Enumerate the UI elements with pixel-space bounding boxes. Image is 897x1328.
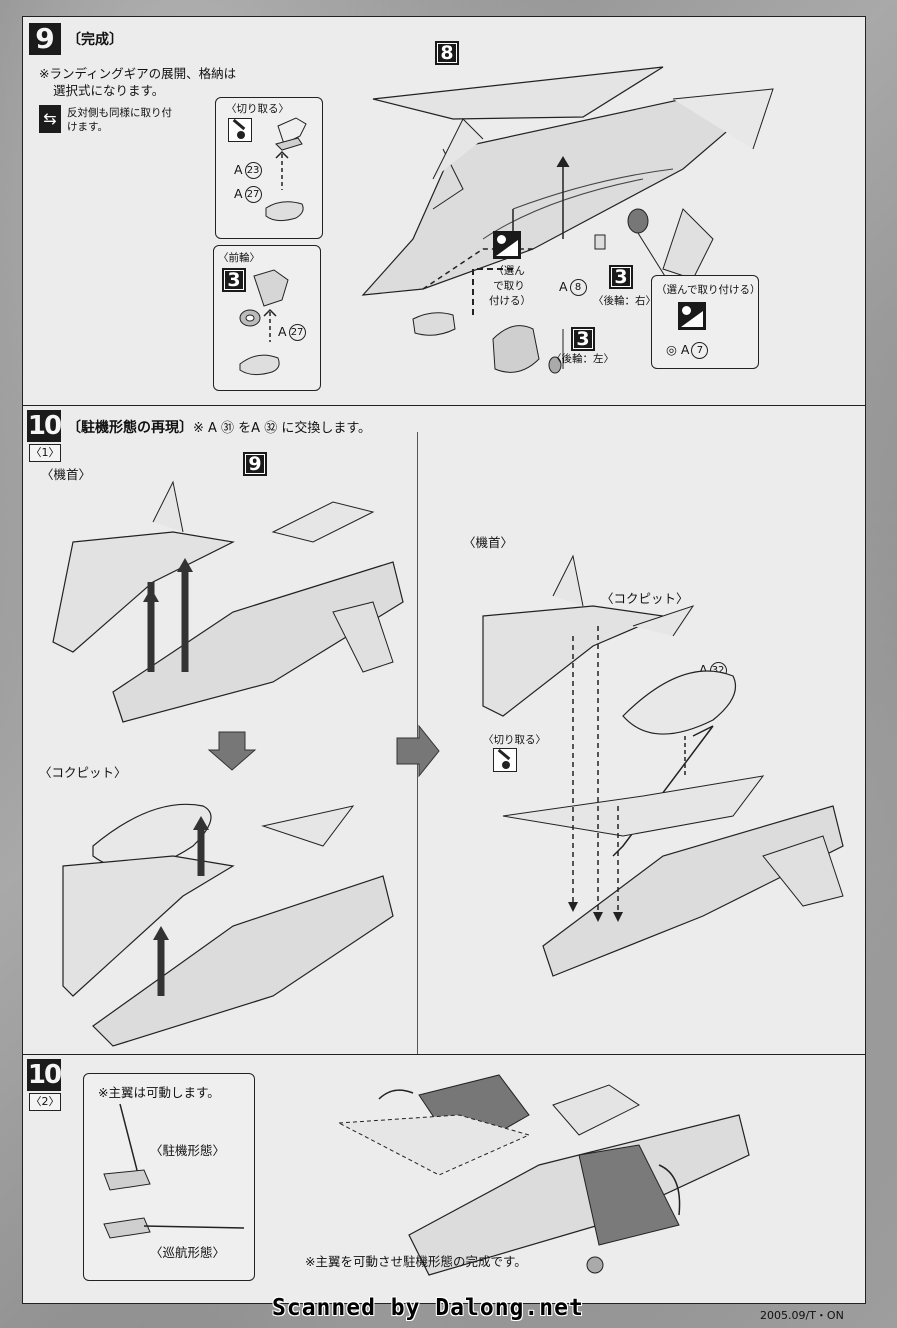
cockpit-label-right: 〈コクピット〉 (601, 591, 689, 606)
rear-right-label: 〈後輪：右〉 (593, 295, 656, 307)
final-note: ※主翼を可動させ駐機形態の完成です。 (305, 1254, 527, 1269)
aircraft-drawing-step9 (361, 66, 774, 374)
step-number: 10 (27, 410, 62, 442)
mirror-note: 反対側も同様に取り付けます。 (67, 107, 172, 133)
parked-mode-label: 〈駐機形態〉 (150, 1143, 226, 1158)
ref-step-badge: 8 (435, 41, 459, 65)
landing-gear-note: ※ランディングギアの展開、格納は 選択式になります。 (39, 65, 269, 99)
cut-icon (493, 748, 517, 772)
select-attach-icon-2 (678, 302, 706, 330)
step-number: 10 (27, 1059, 62, 1091)
aircraft-drawing-10-1-right (482, 554, 844, 977)
cruise-mode-label: 〈巡航形態〉 (150, 1245, 226, 1260)
step-title: 〔駐機形態の再現〕※ A ㉛ をA ㉜ に交換します。 (67, 420, 372, 436)
rear-right-badge: 3 (609, 265, 633, 289)
front-wheel-drawing (239, 269, 289, 376)
note-line-2: 選択式になります。 (53, 83, 165, 98)
select-label: （選んで取り付ける） (489, 265, 531, 307)
rear-left-label: 〈後輪：左〉 (551, 353, 614, 365)
aircraft-drawing-10-1-top (52, 480, 404, 723)
cut-label: 〈切り取る〉 (483, 734, 546, 746)
wing-mode-box: ※主翼は可動します。 〈駐機形態〉 〈巡航形態〉 (83, 1073, 255, 1281)
select-label-2: （選んで取り付ける） (656, 284, 761, 296)
substep-label: 〈2〉 (29, 1093, 61, 1111)
down-arrow-icon (207, 731, 257, 771)
nose-label-right: 〈機首〉 (463, 535, 514, 550)
mirror-icon: ⇆ (39, 105, 61, 133)
select-attach-icon (493, 231, 521, 259)
scanner-watermark: Scanned by Dalong.net (272, 1295, 584, 1321)
wing-mode-drawing (103, 1103, 245, 1239)
substep-label: 〈1〉 (29, 444, 61, 462)
instruction-page: 9 〔完成〕 ※ランディングギアの展開、格納は 選択式になります。 ⇆ 反対側も… (22, 16, 866, 1304)
step-9-section: 9 〔完成〕 ※ランディングギアの展開、格納は 選択式になります。 ⇆ 反対側も… (23, 17, 865, 406)
note-line-1: ※ランディングギアの展開、格納は (39, 66, 237, 81)
aircraft-drawing-10-2 (337, 1074, 750, 1276)
nose-label-left: 〈機首〉 (41, 467, 92, 482)
step-10-2-section: 10 〈2〉 ※主翼は可動します。 〈駐機形態〉 〈巡航形態〉 ※主翼を可動させ… (23, 1055, 865, 1301)
step-10-1-section: 10 〈1〉 〔駐機形態の再現〕※ A ㉛ をA ㉜ に交換します。 〈機首〉 … (23, 406, 865, 1055)
rear-left-badge: 3 (571, 327, 595, 351)
cockpit-label-left: 〈コクピット〉 (39, 765, 127, 780)
cut-icon (228, 118, 252, 142)
cut-part-drawing (265, 117, 307, 222)
right-arrow-icon (396, 724, 440, 778)
step-title: 〔完成〕 (67, 32, 123, 48)
front-wheel-label: 〈前輪〉 (218, 252, 260, 264)
date-code: 2005.09/T・ON (760, 1309, 844, 1322)
aircraft-drawing-10-1-bottom (62, 803, 394, 1047)
wing-note: ※主翼は可動します。 (98, 1085, 220, 1100)
cut-label: 〈切り取る〉 (226, 103, 289, 115)
step-number: 9 (29, 23, 61, 55)
front-wheel-badge: 3 (222, 268, 246, 292)
ref-step-badge: 9 (243, 452, 267, 476)
